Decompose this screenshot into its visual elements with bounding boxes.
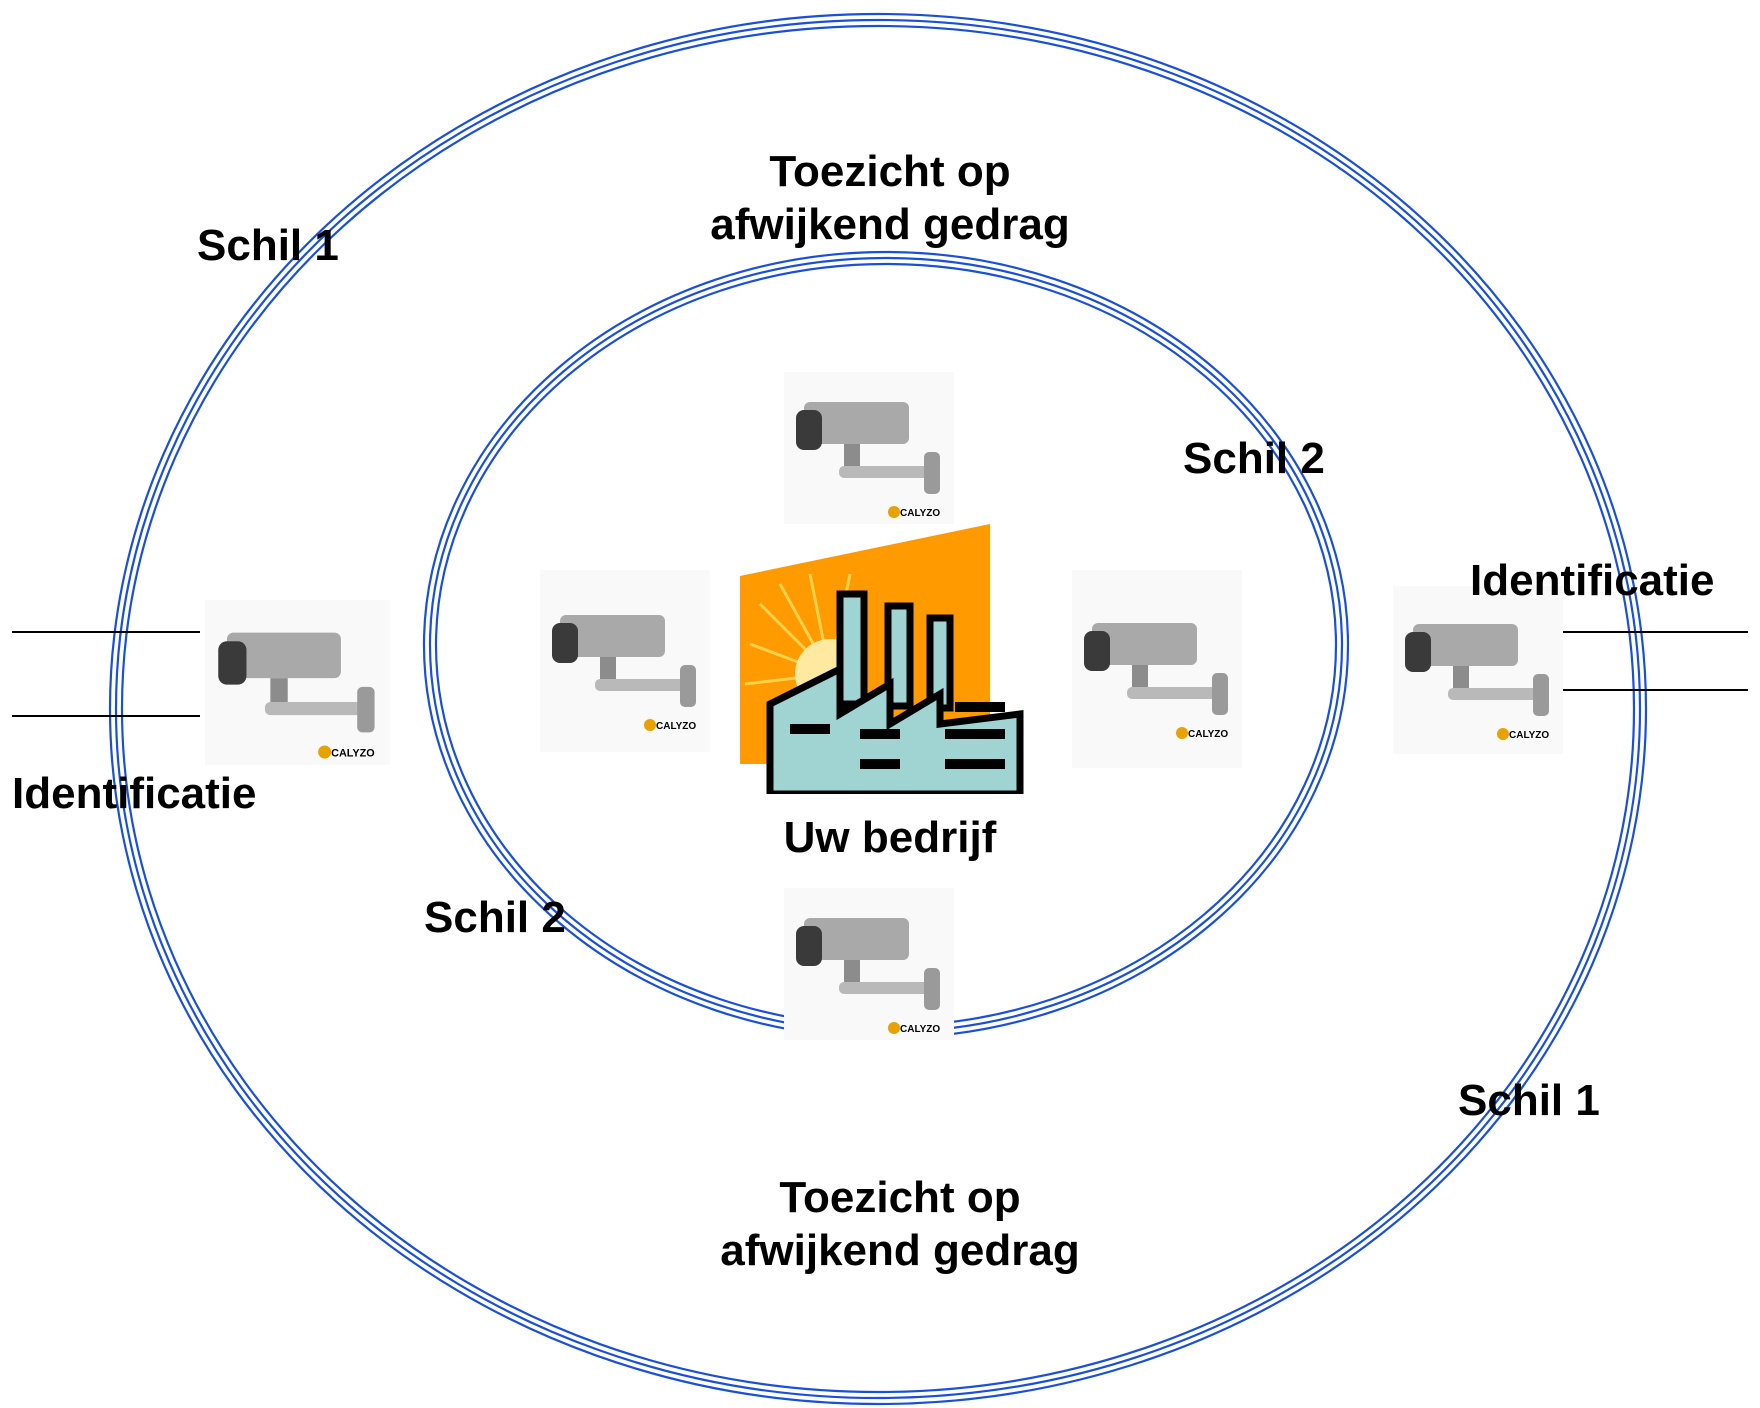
company-label: Uw bedrijf <box>783 813 997 862</box>
schil-2-bottom-left-label: Schil 2 <box>424 893 566 942</box>
camera-inner-right: CALYZO <box>1072 570 1242 768</box>
cctv-camera-icon: CALYZO <box>218 632 375 759</box>
factory-icon <box>740 524 1030 798</box>
identificatie-right-label: Identificatie <box>1470 556 1715 605</box>
camera-bottom: CALYZO <box>784 888 954 1040</box>
cctv-camera-icon: CALYZO <box>796 918 940 1035</box>
cctv-camera-icon: CALYZO <box>1405 624 1549 741</box>
camera-left: CALYZO <box>205 600 390 765</box>
toezicht-top-label: Toezicht op afwijkend gedrag <box>670 146 1110 252</box>
schil-1-top-left-label: Schil 1 <box>197 221 339 270</box>
schil-2-top-right-label: Schil 2 <box>1183 434 1325 483</box>
camera-brand-label: CALYZO <box>656 721 696 732</box>
identification-blank-lines <box>12 631 1748 717</box>
camera-brand-label: CALYZO <box>331 747 375 759</box>
toezicht-bottom-line1: Toezicht op <box>779 1173 1021 1222</box>
toezicht-bottom-line2: afwijkend gedrag <box>720 1225 1080 1275</box>
outer-ring-schil-1 <box>108 12 1648 1406</box>
identificatie-left-label: Identificatie <box>12 769 257 818</box>
toezicht-top-line1: Toezicht op <box>769 147 1011 196</box>
toezicht-bottom-label: Toezicht op afwijkend gedrag <box>680 1172 1120 1278</box>
camera-brand-label: CALYZO <box>900 1024 940 1035</box>
camera-right: CALYZO <box>1393 586 1563 754</box>
camera-inner-left: CALYZO <box>540 570 710 752</box>
camera-top: CALYZO <box>784 372 954 524</box>
camera-brand-label: CALYZO <box>900 508 940 519</box>
camera-brand-label: CALYZO <box>1509 730 1549 741</box>
cctv-camera-icon: CALYZO <box>552 615 696 732</box>
cctv-camera-icon: CALYZO <box>1084 623 1228 740</box>
toezicht-top-line2: afwijkend gedrag <box>710 199 1070 249</box>
camera-brand-label: CALYZO <box>1188 729 1228 740</box>
cctv-camera-icon: CALYZO <box>796 402 940 519</box>
schil-1-bottom-right-label: Schil 1 <box>1458 1076 1600 1125</box>
